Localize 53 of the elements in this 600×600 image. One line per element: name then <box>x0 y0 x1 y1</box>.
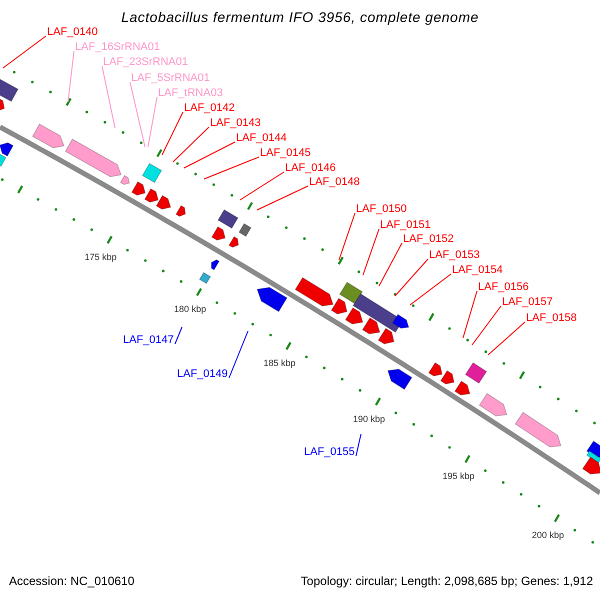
gene-label: LAF_0153 <box>429 248 480 262</box>
gene-label: LAF_0150 <box>356 202 407 216</box>
leader-line <box>356 434 362 456</box>
gene-label: LAF_0143 <box>210 116 261 130</box>
gene-label: LAF_0148 <box>309 175 360 189</box>
gene-label: LAF_0144 <box>236 131 287 145</box>
gene-label: LAF_0149 <box>177 367 228 381</box>
scale-label: 200 kbp <box>532 530 564 542</box>
leader-line <box>102 66 116 128</box>
leader-line <box>338 212 356 260</box>
leader-line <box>394 258 428 296</box>
gene-label: LAF_16SrRNA01 <box>75 40 160 54</box>
leader-line <box>68 50 74 102</box>
gene-label: LAF_5SrRNA01 <box>131 71 210 85</box>
genome-info-text: Topology: circular; Length: 2,098,685 bp; Genes: 1,912 <box>300 574 593 588</box>
leader-line <box>472 306 502 346</box>
leader-line <box>228 330 248 378</box>
gene-label: LAF_0154 <box>452 263 503 277</box>
leader-line <box>130 82 146 148</box>
gene-label: LAF_tRNA03 <box>158 86 223 100</box>
gene-label: LAF_0158 <box>526 311 577 325</box>
leader-line <box>184 142 236 168</box>
accession-text: Accession: NC_010610 <box>9 574 134 588</box>
gene-label: LAF_0156 <box>478 280 529 294</box>
gene-label: LAF_0155 <box>304 445 355 459</box>
gene-label: LAF_0145 <box>260 146 311 160</box>
leader-line <box>256 186 308 210</box>
leader-line <box>362 228 380 276</box>
leader-line <box>488 322 526 356</box>
gene-label: LAF_23SrRNA01 <box>103 55 188 69</box>
leader-line <box>410 274 452 306</box>
title: Lactobacillus fermentum IFO 3956, complete genome <box>120 10 480 24</box>
scale-label: 180 kbp <box>174 304 206 316</box>
leader-line <box>240 172 284 200</box>
leader-line <box>174 326 182 344</box>
gene-label: LAF_0152 <box>403 232 454 246</box>
leader-line <box>2 36 46 68</box>
scale-label: 190 kbp <box>352 414 385 425</box>
leader-line <box>204 156 260 180</box>
leader-line <box>378 242 402 286</box>
gene-label: LAF_0142 <box>184 101 235 115</box>
gene-label: LAF_0151 <box>380 218 431 232</box>
scale-label: 175 kbp <box>84 252 117 263</box>
leader-line <box>148 96 158 148</box>
gene-label: LAF_0140 <box>47 25 98 39</box>
leader-line <box>462 290 478 338</box>
scale-label: 195 kbp <box>442 470 474 482</box>
gene-label: LAF_0147 <box>123 333 174 347</box>
leader-line <box>162 112 184 156</box>
scale-label: 185 kbp <box>263 358 296 369</box>
leader-line <box>172 126 210 162</box>
gene-label: LAF_0157 <box>502 295 553 309</box>
gene-label: LAF_0146 <box>285 161 336 175</box>
